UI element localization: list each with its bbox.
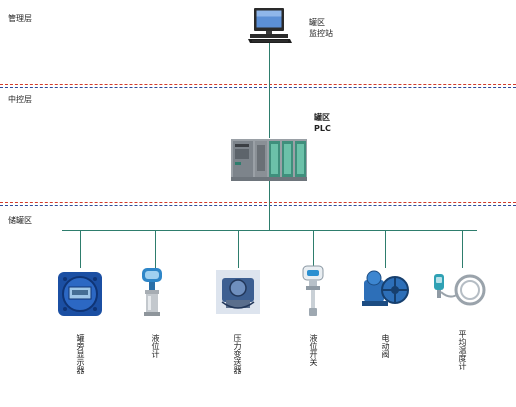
layer-label-control: 中控层 <box>8 95 32 104</box>
average-thermometer-icon <box>432 270 488 310</box>
device-label-level-switch: 液位开关 <box>309 334 318 366</box>
device-label-average-thermometer: 平均温度计 <box>458 330 467 370</box>
station-label-line2: 监控站 <box>309 29 333 38</box>
connector-plc-bus <box>269 180 270 230</box>
layer-label-storage: 储罐区 <box>8 216 32 225</box>
pressure-transmitter-icon <box>216 270 260 314</box>
field-bus <box>62 230 477 231</box>
level-switch-icon <box>298 264 328 318</box>
device-label-tank-display: 罐旁显示器 <box>76 334 85 374</box>
plc-rack-icon <box>231 137 307 181</box>
electric-valve-icon <box>360 268 412 308</box>
separator-control-storage-top <box>0 202 516 203</box>
device-label-pressure-transmitter: 压力变送器 <box>233 334 242 374</box>
device-label-electric-valve: 电动阀 <box>381 334 390 358</box>
layer-label-management: 管理层 <box>8 14 32 23</box>
connector-station-plc <box>269 42 270 138</box>
separator-management-control-top <box>0 84 516 85</box>
separator-management-control-bottom <box>0 87 516 88</box>
drop-line-3 <box>238 230 239 268</box>
separator-control-storage-bottom <box>0 205 516 206</box>
device-label-level-gauge: 液位计 <box>151 334 160 358</box>
workstation-computer-icon <box>248 8 292 44</box>
tank-display-icon <box>56 270 104 318</box>
plc-label-line1: 罐区 <box>314 113 330 122</box>
plc-label-line2: PLC <box>314 124 331 133</box>
drop-line-1 <box>80 230 81 268</box>
station-label-line1: 罐区 <box>309 18 325 27</box>
drop-line-5 <box>385 230 386 268</box>
drop-line-6 <box>462 230 463 268</box>
drop-line-2 <box>155 230 156 268</box>
drop-line-4 <box>313 230 314 268</box>
level-gauge-icon <box>136 266 170 318</box>
